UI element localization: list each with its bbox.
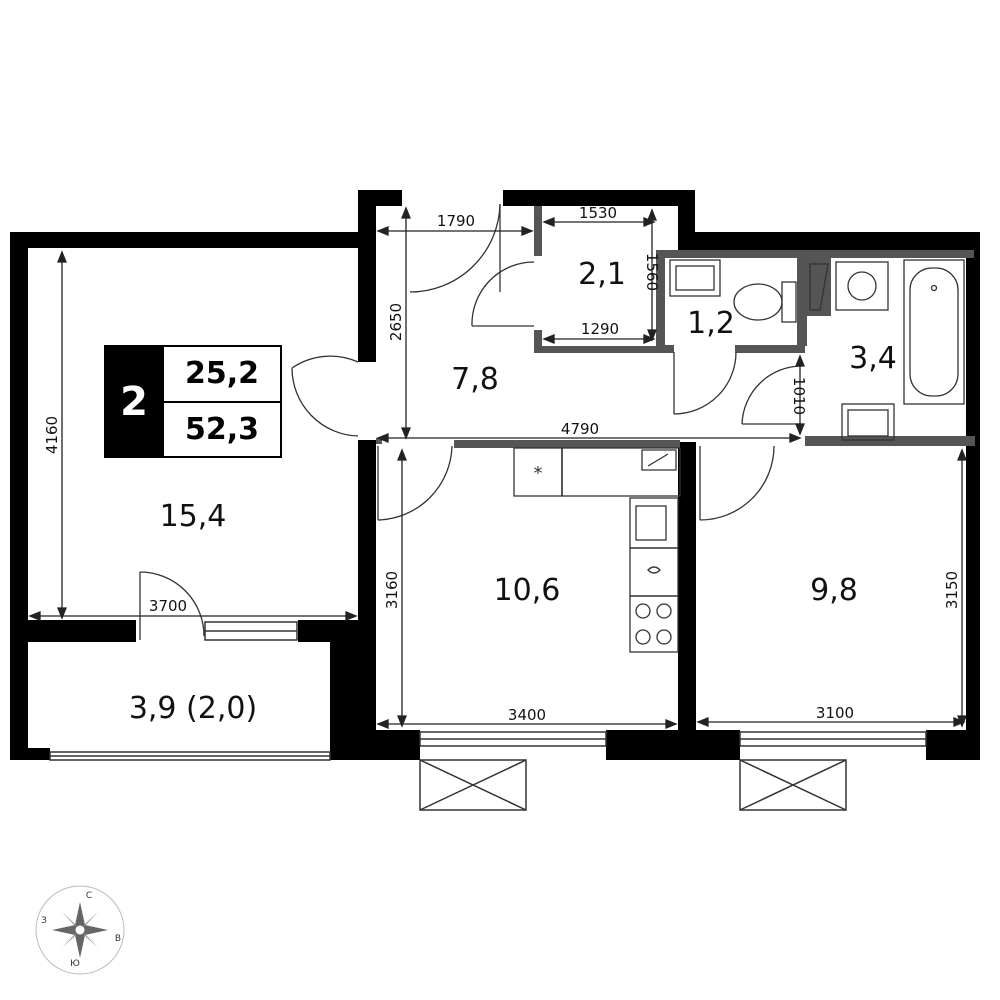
dim-corridor-width: 4790 bbox=[561, 420, 599, 438]
fixtures bbox=[513, 259, 965, 653]
outer-walls bbox=[10, 190, 980, 760]
area-balcony: 3,9 (2,0) bbox=[129, 691, 257, 726]
area-hall: 7,8 bbox=[451, 362, 499, 397]
windows bbox=[49, 621, 927, 761]
bathtub-icon bbox=[903, 259, 965, 405]
area-storage: 2,1 bbox=[578, 257, 626, 292]
dim-storage-bottom: 1290 bbox=[581, 320, 619, 338]
dim-storage-height: 1560 bbox=[643, 253, 661, 291]
dim-living-width: 3700 bbox=[149, 597, 187, 615]
area-living-room: 15,4 bbox=[160, 499, 227, 534]
total-area-value: 52,3 bbox=[164, 400, 280, 457]
french-balconies bbox=[419, 759, 847, 811]
rooms-count: 2 bbox=[104, 345, 164, 458]
compass-south: Ю bbox=[70, 959, 80, 969]
compass-icon bbox=[35, 885, 125, 975]
compass-west: З bbox=[41, 916, 47, 926]
living-area-value: 25,2 bbox=[184, 356, 260, 392]
apartment-info-badge: 2 25,2 52,3 bbox=[104, 345, 282, 458]
dim-kitchen-height: 3160 bbox=[383, 571, 401, 609]
compass-east: В bbox=[115, 934, 121, 944]
toilet-sink-icon bbox=[669, 259, 721, 297]
area-summary: 25,2 52,3 bbox=[164, 345, 282, 458]
area-kitchen: 10,6 bbox=[494, 573, 561, 608]
dim-bedroom-height: 3150 bbox=[943, 571, 961, 609]
dim-hall-height: 2650 bbox=[387, 303, 405, 341]
area-bedroom: 9,8 bbox=[810, 573, 858, 608]
dim-kitchen-width: 3400 bbox=[508, 706, 546, 724]
bath-sink-icon bbox=[841, 403, 895, 441]
fridge-snowflake-icon: * bbox=[534, 463, 543, 484]
compass-north: С bbox=[86, 891, 92, 901]
partitions bbox=[376, 206, 975, 448]
area-toilet: 1,2 bbox=[687, 306, 735, 341]
washing-machine-icon bbox=[835, 261, 889, 311]
doors bbox=[139, 203, 803, 640]
dim-hall-top: 1790 bbox=[437, 212, 475, 230]
toilet-icon bbox=[733, 283, 783, 321]
dimension-lines bbox=[28, 206, 967, 729]
dim-storage-top: 1530 bbox=[579, 204, 617, 222]
dim-bath-gap: 1010 bbox=[790, 377, 808, 415]
dim-living-height: 4160 bbox=[43, 416, 61, 454]
dim-bedroom-width: 3100 bbox=[816, 704, 854, 722]
area-bathroom: 3,4 bbox=[849, 341, 897, 376]
stove-icon bbox=[629, 595, 679, 653]
